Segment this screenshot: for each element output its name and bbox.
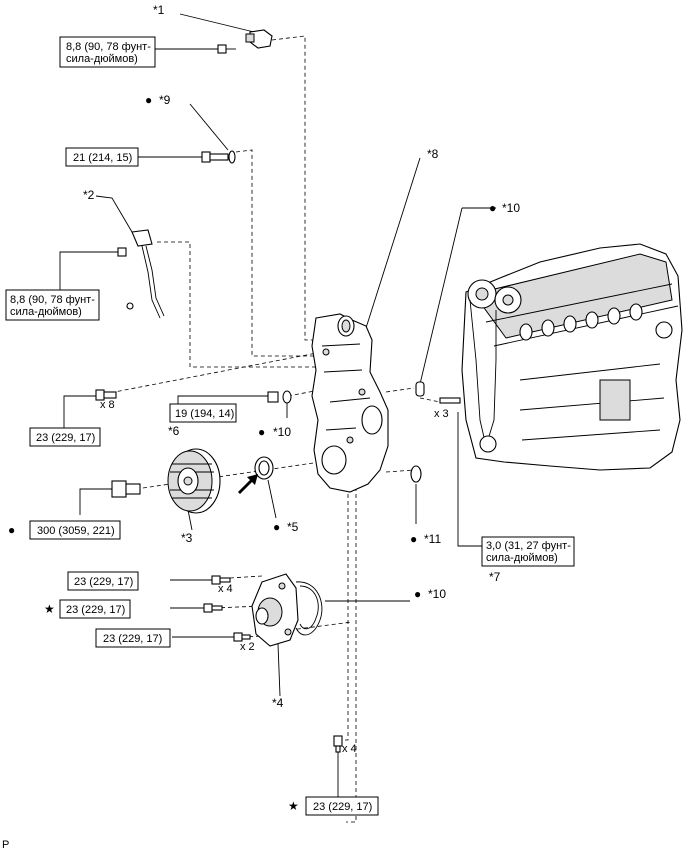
footer-mark: P	[2, 839, 9, 851]
svg-text:300 (3059, 221): 300 (3059, 221)	[37, 525, 115, 537]
install-direction-arrow	[238, 474, 258, 494]
callout-9: *9	[159, 93, 171, 107]
oil-seal-part-5	[254, 456, 274, 480]
quantity-x2: x 2	[240, 641, 255, 653]
bolt-x4-bottom	[333, 735, 343, 753]
crankshaft-pulley-part-3	[167, 448, 221, 514]
torque-box-8: 23 (229, 17)	[67, 571, 139, 591]
quantity-x4-pump: x 4	[218, 583, 233, 595]
svg-text:23 (229, 17): 23 (229, 17)	[313, 801, 372, 813]
callout-10-upper: *10	[502, 201, 520, 215]
torque-box-10: 23 (229, 17)	[95, 628, 171, 648]
leader-lines	[59, 13, 506, 797]
callout-10-middle: *10	[273, 425, 291, 439]
star-marker-bottom: ★	[288, 799, 299, 813]
dot-marker-11: ●	[410, 532, 417, 546]
timing-chain-cover-part-8	[311, 313, 389, 493]
pulley-bolt	[111, 480, 141, 498]
callout-3: *3	[181, 531, 193, 545]
seal-ring-part-10-small	[282, 390, 292, 404]
svg-text:сила-дюймов): сила-дюймов)	[66, 53, 138, 65]
bolt-part-1	[217, 44, 236, 54]
bolt-part-6	[267, 391, 279, 403]
torque-box-7: 3,0 (31, 27 фунт- сила-дюймов)	[481, 536, 575, 567]
svg-text:сила-дюймов): сила-дюймов)	[10, 306, 82, 318]
svg-text:23 (229, 17): 23 (229, 17)	[36, 432, 95, 444]
callout-10-lower: *10	[428, 587, 446, 601]
seal-part-10-upper	[415, 381, 425, 397]
svg-text:23 (229, 17): 23 (229, 17)	[103, 633, 162, 645]
svg-text:3,0 (31, 27 фунт-: 3,0 (31, 27 фунт-	[486, 540, 571, 552]
sensor-part-1	[245, 29, 273, 49]
callout-7: *7	[489, 570, 501, 584]
quantity-labels: x 8 x 3 x 4 x 2 x 4	[100, 399, 449, 755]
svg-text:23 (229, 17): 23 (229, 17)	[66, 604, 125, 616]
o-ring-part-11	[410, 465, 422, 483]
water-pump-gasket-part-10	[295, 581, 323, 636]
sensor-harness-part-2	[117, 229, 165, 319]
svg-text:8,8 (90, 78 фунт-: 8,8 (90, 78 фунт-	[66, 41, 151, 53]
dot-marker-5: ●	[273, 520, 280, 534]
callout-5: *5	[287, 520, 299, 534]
torque-box-11: 23 (229, 17)	[305, 796, 379, 816]
svg-text:19 (194, 14): 19 (194, 14)	[175, 408, 234, 420]
bolt-x8	[95, 389, 117, 401]
star-marker-water-pump: ★	[44, 602, 55, 616]
svg-text:сила-дюймов): сила-дюймов)	[486, 552, 558, 564]
stud-bolt-part-7	[439, 397, 461, 404]
torque-box-3: 8,8 (90, 78 фунт- сила-дюймов)	[5, 289, 100, 321]
svg-text:8,8 (90, 78 фунт-: 8,8 (90, 78 фунт-	[10, 294, 95, 306]
water-pump-part-4	[251, 573, 299, 647]
dot-marker-10-lower: ●	[414, 587, 421, 601]
callout-2: *2	[83, 188, 95, 202]
quantity-x4-bottom: x 4	[342, 743, 357, 755]
water-pump-bolts	[203, 575, 251, 642]
torque-box-5: 19 (194, 14)	[169, 403, 237, 423]
dot-marker-10-middle: ●	[258, 425, 265, 439]
torque-box-2: 21 (214, 15)	[65, 147, 139, 167]
quantity-x3: x 3	[434, 408, 449, 420]
bolt-with-washer-part-9	[201, 150, 236, 164]
torque-box-9: 23 (229, 17)	[59, 599, 131, 619]
engine-cam-lobes	[519, 303, 643, 341]
callout-8: *8	[427, 147, 439, 161]
torque-box-6: 300 (3059, 221)	[29, 520, 121, 540]
dot-marker-pulley-bolt: ●	[8, 523, 15, 537]
engine-block-illustration	[461, 243, 683, 471]
dot-marker-10-upper: ●	[489, 201, 496, 215]
callout-1: *1	[153, 3, 165, 17]
dot-and-star-markers: ● ● ● ● ● ● ● ★ ★	[8, 93, 496, 813]
svg-text:23 (229, 17): 23 (229, 17)	[74, 576, 133, 588]
callout-6: *6	[168, 424, 180, 438]
quantity-x8: x 8	[100, 399, 115, 411]
torque-box-4: 23 (229, 17)	[29, 427, 101, 447]
callout-4: *4	[272, 696, 284, 710]
callout-labels: *1 *2 *3 *4 *5 *6 *7 *8 *9 *10 *10 *10 *…	[83, 3, 520, 710]
dot-marker-9: ●	[145, 93, 152, 107]
svg-text:21 (214, 15): 21 (214, 15)	[73, 152, 132, 164]
callout-11: *11	[424, 532, 441, 546]
torque-box-1: 8,8 (90, 78 фунт- сила-дюймов)	[59, 36, 156, 68]
